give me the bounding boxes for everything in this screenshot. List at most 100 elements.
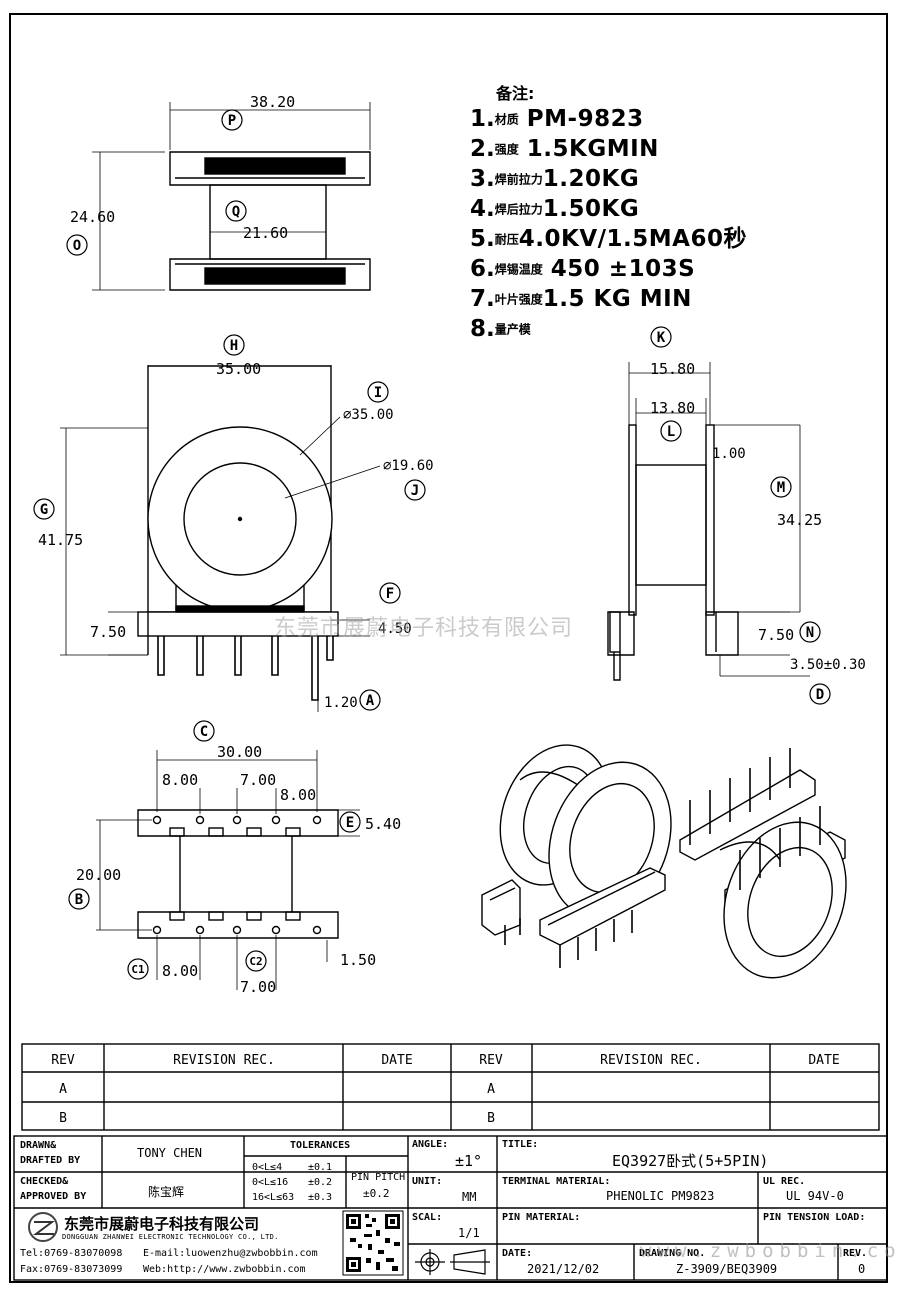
svg-text:K: K	[657, 330, 666, 346]
dim-side-height: 34.25	[777, 511, 822, 529]
callout-i: I	[367, 381, 389, 403]
dim-pin-span: 30.00	[217, 743, 262, 761]
scale-label: SCAL:	[412, 1212, 443, 1223]
checked-by: 陈宝辉	[148, 1185, 185, 1199]
callout-n: N	[799, 621, 821, 643]
company-watermark: 东莞市展蔚电子科技有限公司	[274, 616, 574, 641]
pin-pitch-tol: ±0.2	[363, 1187, 390, 1200]
tol-value-1: ±0.1	[308, 1162, 333, 1173]
dim-row-height: 5.40	[365, 815, 401, 833]
company-name-cn: 东莞市展蔚电子科技有限公司	[64, 1215, 260, 1233]
dim-front-width: 35.00	[216, 360, 261, 378]
drawn-label-1: DRAWN&	[20, 1140, 57, 1151]
callout-c1: C1	[127, 958, 149, 980]
callout-m: M	[770, 476, 792, 498]
dim-base-right: 4.50	[378, 621, 412, 637]
tolerances-label: TOLERANCES	[290, 1140, 351, 1151]
tol-value-3: ±0.3	[308, 1192, 333, 1203]
dim-top-height: 24.60	[70, 208, 115, 226]
pin-tension-label: PIN TENSION LOAD:	[763, 1212, 866, 1223]
dim-side-width: 15.80	[650, 360, 695, 378]
ul-value: UL 94V-0	[786, 1189, 844, 1203]
rev-header-2: REVISION REC.	[173, 1053, 275, 1068]
svg-text:P: P	[228, 113, 236, 129]
note-6: 6.焊锡温度 450 ±103S	[470, 256, 696, 282]
terminal-material: PHENOLIC PM9823	[606, 1189, 715, 1203]
callout-e: E	[339, 811, 361, 833]
note-3: 3.焊前拉力1.20KG	[470, 166, 640, 192]
note-2: 2.强度 1.5KGMIN	[470, 136, 659, 162]
callout-k: K	[650, 326, 672, 348]
terminal-label: TERMINAL MATERIAL:	[502, 1176, 611, 1187]
dim-flange-thk: 1.00	[712, 446, 746, 462]
checked-label-2: APPROVED BY	[20, 1191, 87, 1202]
svg-text:D: D	[816, 687, 824, 703]
dim-outer-dia: ⌀35.00	[343, 407, 394, 423]
revision-table	[21, 1043, 880, 1131]
unit-value: MM	[462, 1190, 477, 1204]
company-web: Web:http://www.zwbobbin.com	[143, 1264, 306, 1275]
unit-label: UNIT:	[412, 1176, 443, 1187]
part-title: EQ3927卧式(5+5PIN)	[612, 1152, 769, 1170]
date-label: DATE:	[502, 1248, 533, 1259]
svg-text:Q: Q	[232, 204, 240, 220]
company-fax: Fax:0769-83073099	[20, 1264, 123, 1275]
isometric-view-2	[679, 748, 847, 979]
callout-h: H	[223, 334, 245, 356]
callout-q: Q	[225, 200, 247, 222]
callout-b: B	[68, 888, 90, 910]
revision-table-text: REV REVISION REC. DATE REV REVISION REC.…	[51, 1053, 839, 1126]
rev-value: 0	[858, 1262, 866, 1276]
note-8: 8.量产模	[470, 316, 531, 342]
company-name-en: DONGGUAN ZHANWEI ELECTRONIC TECHNOLOGY C…	[62, 1233, 279, 1241]
dim-pin-dia: 1.20	[324, 695, 358, 711]
dim-front-height: 41.75	[38, 531, 83, 549]
drawn-label-2: DRAFTED BY	[20, 1155, 81, 1166]
pin-material-label: PIN MATERIAL:	[502, 1212, 581, 1223]
dim-pitch-a: 8.00	[162, 771, 198, 789]
callout-c: C	[193, 720, 215, 742]
scale-value: 1/1	[458, 1226, 480, 1240]
dim-core-width: 21.60	[243, 224, 288, 242]
company-logo	[28, 1212, 58, 1242]
drawing-no: Z-3909/BEQ3909	[676, 1262, 778, 1276]
dim-bottom-pitch-b: 7.00	[240, 978, 276, 996]
callout-p: P	[221, 109, 243, 131]
rev-row-b-right: B	[487, 1111, 495, 1126]
svg-text:J: J	[411, 483, 419, 499]
callout-f: F	[379, 582, 401, 604]
svg-text:A: A	[366, 693, 375, 709]
dim-pin-len: 3.50±0.30	[790, 657, 866, 673]
bottom-view	[96, 750, 360, 990]
dim-side-base: 7.50	[758, 626, 794, 644]
tol-range-3: 16<L≤63	[252, 1192, 295, 1203]
callout-j: J	[404, 479, 426, 501]
front-view	[60, 365, 381, 712]
notes-title: 备注:	[496, 84, 535, 103]
date-value: 2021/12/02	[527, 1262, 600, 1276]
dim-inner-dia: ⌀19.60	[383, 458, 434, 474]
ul-label: UL REC.	[763, 1176, 806, 1187]
company-email: E-mail:luowenzhu@zwbobbin.com	[143, 1248, 318, 1259]
svg-text:N: N	[806, 625, 814, 641]
angle-label: ANGLE:	[412, 1139, 449, 1150]
drawing-no-label: DRAWING NO.	[639, 1248, 706, 1259]
notes-block: 备注: 1.材质 PM-9823 2.强度 1.5KGMIN 3.焊前拉力1.2…	[470, 80, 870, 344]
qr-code	[342, 1210, 404, 1276]
dim-bottom-pitch-a: 8.00	[162, 962, 198, 980]
tol-range-1: 0<L≤4	[252, 1162, 283, 1173]
tol-value-2: ±0.2	[308, 1177, 333, 1188]
rev-header-3: DATE	[381, 1053, 412, 1068]
dim-pitch-b: 7.00	[240, 771, 276, 789]
svg-text:G: G	[40, 502, 48, 518]
callout-l: L	[660, 420, 682, 442]
note-7: 7.叶片强度1.5 KG MIN	[470, 286, 692, 312]
dim-base-left: 7.50	[90, 623, 126, 641]
svg-text:H: H	[230, 338, 238, 354]
drawing-border	[9, 13, 888, 1283]
svg-text:M: M	[777, 480, 785, 496]
note-1: 1.材质 PM-9823	[470, 106, 644, 132]
rev-row-a-right: A	[487, 1082, 495, 1097]
dim-pitch-c: 8.00	[280, 786, 316, 804]
svg-text:C: C	[200, 724, 208, 740]
